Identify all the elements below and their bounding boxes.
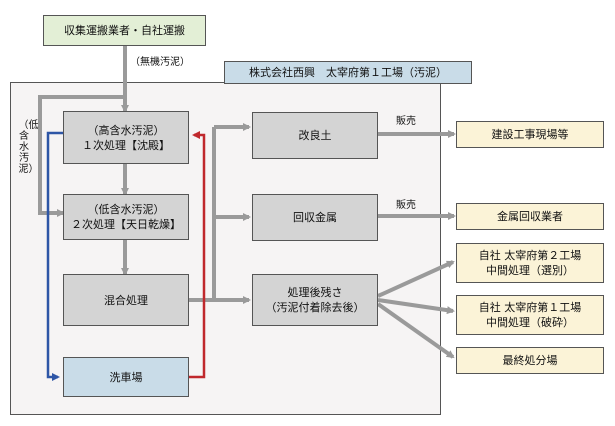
construction-site-box: 建設工事現場等: [456, 121, 604, 148]
mixing-box: 混合処理: [63, 274, 189, 326]
primary-treatment-box: （高含水汚泥） １次処理【沈殿】: [63, 111, 189, 164]
improved-soil-box: 改良土: [252, 112, 378, 159]
collector-box: 収集運搬業者・自社運搬: [43, 15, 206, 46]
low-water-sludge-label: （低含水汚泥）: [18, 120, 39, 175]
arrow-residue-to-plant2: [377, 260, 455, 298]
inorganic-sludge-label: （無機汚泥）: [130, 57, 190, 68]
metal-dealer-box: 金属回収業者: [456, 203, 604, 230]
arrow-mixing-trunk: [189, 127, 216, 302]
recovered-metal-box: 回収金属: [252, 194, 378, 241]
arrow-low-water-to-secondary: [38, 95, 125, 217]
arrow-residue-to-plant1: [377, 298, 455, 315]
car-wash-box: 洗車場: [63, 357, 189, 397]
plant1-box: 自社 太宰府第１工場 中間処理（破砕）: [456, 295, 604, 335]
plant2-box: 自社 太宰府第２工場 中間処理（選別）: [456, 243, 604, 283]
arrow-carwash-to-primary: [189, 131, 206, 379]
landfill-box: 最終処分場: [456, 347, 604, 374]
arrow-residue-to-landfill: [376, 302, 455, 359]
residue-box: 処理後残さ （汚泥付着除去後）: [252, 274, 378, 326]
secondary-treatment-box: （低含水汚泥） ２次処理【天日乾燥】: [63, 194, 189, 240]
sale-label-metal: 販売: [396, 200, 416, 211]
sale-label-soil: 販売: [396, 116, 416, 127]
facility-title: 株式会社西興 太宰府第１工場（汚泥）: [224, 61, 472, 84]
arrow-primary-to-carwash: [46, 131, 63, 381]
